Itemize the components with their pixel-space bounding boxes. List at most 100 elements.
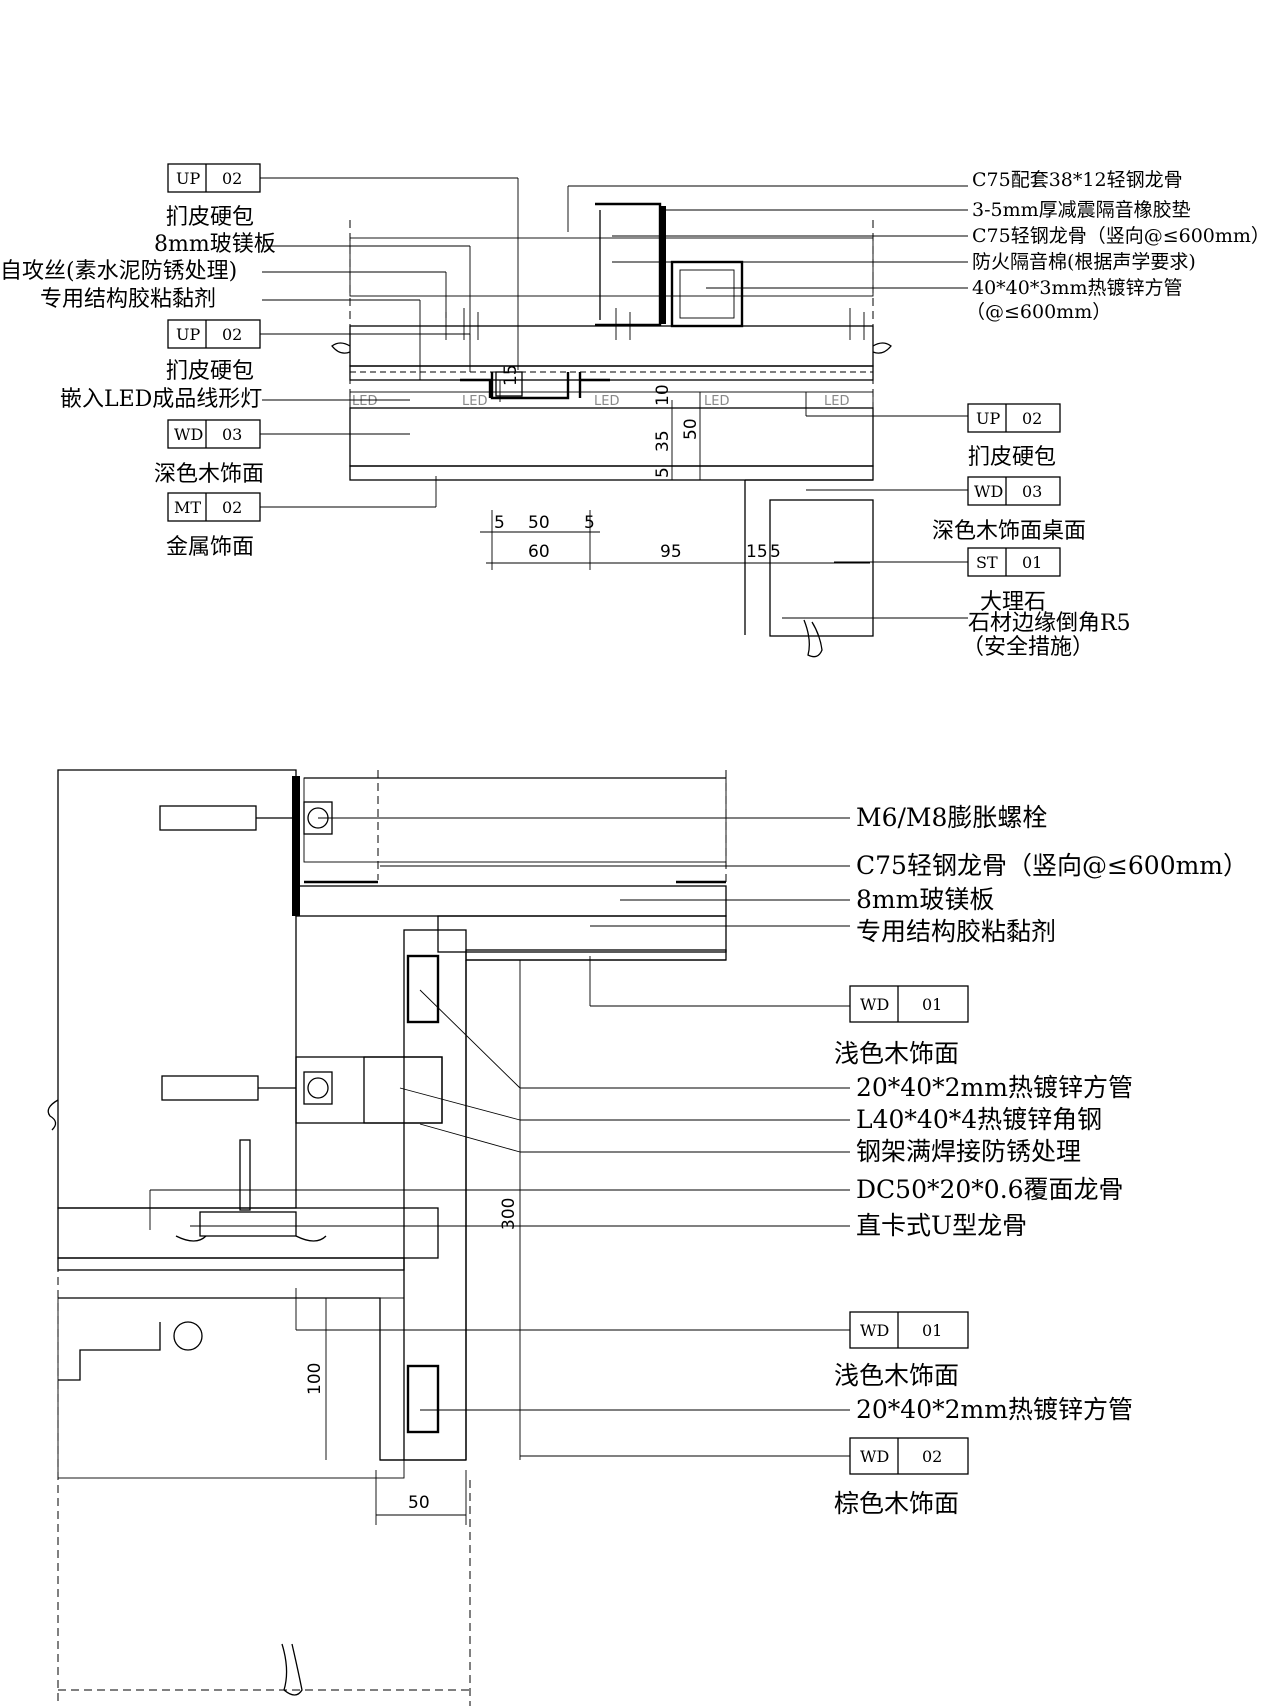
svg-text:02: 02 — [222, 169, 242, 188]
label-tube-1: 20*40*2mm热镀锌方管 — [856, 1073, 1133, 1102]
led-text-2: LED — [462, 394, 487, 409]
svg-text:WD: WD — [860, 1321, 889, 1340]
svg-text:03: 03 — [1022, 482, 1042, 501]
led-text-5: LED — [824, 394, 849, 409]
dim-15-b: 15 — [746, 542, 768, 562]
tag-up02-a: UP 02 — [167, 163, 261, 193]
label-keel-38: C75配套38*12轻钢龙骨 — [972, 169, 1183, 191]
label-fire-wool: 防火隔音棉(根据声学要求) — [972, 251, 1196, 273]
tag-mt02: MT 02 — [167, 492, 261, 522]
dim-10: 10 — [653, 384, 673, 406]
label-mgo-board: 8mm玻镁板 — [154, 232, 276, 257]
top-detail: LED LED LED LED LED 15 10 35 50 5 5 5 50… — [0, 163, 1270, 660]
concrete-wall — [57, 769, 297, 1209]
label-dark-wood: 深色木饰面 — [154, 462, 264, 487]
label-leather-2: 扪皮硬包 — [166, 359, 254, 384]
dark-wood-panel — [349, 407, 874, 467]
svg-text:WD: WD — [174, 425, 203, 444]
leaders-left-top — [260, 177, 519, 508]
leaders-right-top — [567, 185, 968, 619]
label-c75-keel: C75轻钢龙骨（竖向@≤600mm） — [972, 225, 1270, 247]
marble-break — [803, 619, 823, 658]
leaders-bottom — [149, 817, 850, 1457]
label-expansion-bolt: M6/M8膨胀螺栓 — [856, 803, 1047, 832]
dim-5-c: 5 — [584, 513, 595, 533]
label-weld: 钢架满焊接防锈处理 — [856, 1137, 1081, 1166]
label-light-wood-2: 浅色木饰面 — [834, 1361, 959, 1390]
c75-keel-top — [595, 202, 662, 327]
svg-text:02: 02 — [1022, 409, 1042, 428]
dim-5-d: 5 — [770, 542, 781, 562]
metal-finish-strip — [349, 465, 874, 481]
tube-20x40-top — [406, 954, 440, 1024]
dimension-lines-bottom — [325, 960, 521, 1525]
led-text-4: LED — [704, 394, 729, 409]
svg-text:MT: MT — [174, 498, 201, 517]
label-adhesive: 专用结构胶粘黏剂 — [40, 287, 216, 312]
tag-wd02: WD 02 — [849, 1437, 969, 1475]
label-dc50-keel: DC50*20*0.6覆面龙骨 — [856, 1175, 1124, 1204]
svg-text:WD: WD — [860, 995, 889, 1014]
expansion-bolt-top — [159, 801, 333, 835]
tag-st01: ST 01 — [967, 547, 1061, 577]
tag-up02-c: UP 02 — [967, 403, 1061, 433]
svg-text:03: 03 — [222, 425, 242, 444]
svg-text:UP: UP — [176, 169, 200, 188]
svg-text:WD: WD — [860, 1447, 889, 1466]
label-square-tube: 40*40*3mm热镀锌方管 — [972, 277, 1182, 299]
label-leather-1: 扪皮硬包 — [166, 205, 254, 230]
wall-steel-plate — [292, 776, 300, 916]
label-metal: 金属饰面 — [166, 535, 254, 560]
label-tube-spacing: （@≤600mm） — [966, 301, 1111, 323]
dim-300: 300 — [499, 1198, 519, 1230]
label-mgo-bottom: 8mm玻镁板 — [856, 885, 994, 914]
svg-text:WD: WD — [974, 482, 1003, 501]
fire-wool-bottom — [303, 777, 727, 863]
dim-50-horizontal: 50 — [528, 513, 550, 533]
dim-5-b: 5 — [494, 513, 505, 533]
label-u-keel: 直卡式U型龙骨 — [856, 1211, 1027, 1240]
dimension-lines-top — [480, 380, 870, 570]
expansion-bolt-middle — [161, 1071, 333, 1105]
label-adhesive-bottom: 专用结构胶粘黏剂 — [856, 917, 1056, 946]
ceiling-mgo-board — [57, 1207, 439, 1259]
svg-text:02: 02 — [922, 1447, 942, 1466]
vertical-timber-column — [403, 929, 467, 1461]
label-led: 嵌入LED成品线形灯 — [60, 387, 262, 412]
tag-wd01-a: WD 01 — [849, 985, 969, 1023]
tag-wd03-b: WD 03 — [967, 476, 1061, 506]
svg-text:ST: ST — [976, 553, 998, 572]
square-tube-40 — [670, 260, 744, 328]
tube-20x40-bottom — [406, 1364, 440, 1434]
dim-15: 15 — [501, 364, 521, 386]
tag-wd03: WD 03 — [167, 419, 261, 449]
dim-95: 95 — [660, 542, 682, 562]
label-marble: 大理石 — [980, 590, 1046, 615]
leather-strip — [349, 365, 874, 381]
dim-60: 60 — [528, 542, 550, 562]
label-chamfer: 石材边缘倒角R5 — [968, 611, 1131, 636]
label-screw: 自攻丝(素水泥防锈处理) — [0, 259, 237, 284]
svg-text:01: 01 — [1022, 553, 1042, 572]
rubber-pad — [660, 206, 666, 324]
dc50-keel — [199, 1211, 297, 1237]
led-channel — [460, 372, 610, 400]
label-safety: （安全措施） — [962, 635, 1094, 660]
light-wood-top — [437, 915, 727, 953]
dim-5-a: 5 — [653, 467, 673, 478]
ceiling-fixture — [173, 1321, 203, 1351]
fire-wool-top — [349, 237, 874, 297]
label-desk: 深色木饰面桌面 — [932, 519, 1086, 544]
label-tube-2: 20*40*2mm热镀锌方管 — [856, 1395, 1133, 1424]
svg-text:02: 02 — [222, 498, 242, 517]
mgo-board-bottom — [295, 885, 727, 917]
dim-50-bottom: 50 — [408, 1493, 430, 1513]
label-angle-steel: L40*40*4热镀锌角钢 — [856, 1105, 1102, 1134]
svg-text:01: 01 — [922, 995, 942, 1014]
hanger-rod — [239, 1139, 251, 1211]
label-brown-wood: 棕色木饰面 — [834, 1489, 959, 1518]
svg-text:UP: UP — [976, 409, 1000, 428]
svg-text:01: 01 — [922, 1321, 942, 1340]
dim-50-vertical: 50 — [681, 418, 701, 440]
